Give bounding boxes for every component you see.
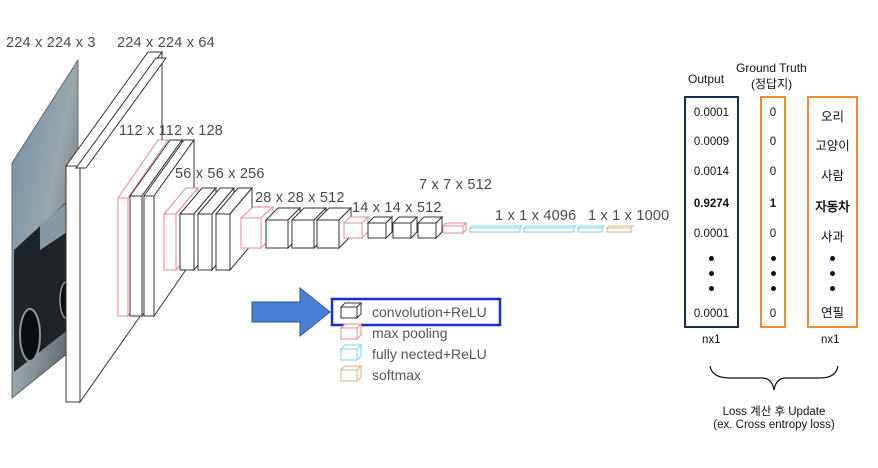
class-label-highlight: 자동차 (815, 200, 850, 214)
ellipsis-dot (830, 286, 835, 291)
class-label: 사람 (820, 169, 844, 183)
output-value: 0.0009 (693, 136, 730, 148)
class-label: 연필 (820, 306, 844, 320)
ellipsis-dot (830, 256, 835, 261)
label-conv3-dim: 56 x 56 x 256 (175, 166, 265, 182)
conv2-block (129, 138, 195, 318)
truth-value: 0 (769, 136, 777, 148)
ellipsis-dot (709, 256, 714, 261)
output-vector: 0.0001 0.0009 0.0014 0.9274 0.0001 0.000… (684, 96, 739, 328)
truth-value: 0 (769, 308, 777, 320)
loss-note-line1: Loss 계산 후 Update (722, 406, 826, 418)
label-conv5-dim: 14 x 14 x 512 (352, 200, 442, 216)
label-conv2-dim: 112 x 112 x 128 (119, 123, 224, 139)
input-image (11, 58, 79, 399)
class-label: 사과 (820, 230, 844, 244)
pool5-block (441, 221, 468, 235)
truth-value: 0 (769, 228, 777, 240)
ellipsis-dot (770, 256, 776, 261)
pointer-arrow (251, 286, 331, 338)
class-label-vector: 오리 고양이 사람 자동차 사과 연필 (807, 96, 858, 328)
output-value: 0.0001 (693, 228, 730, 240)
legend-fc-icon (339, 343, 363, 362)
output-header: Output (688, 72, 725, 86)
softmax-block (605, 225, 635, 233)
legend-conv-label: convolution+ReLU (372, 304, 487, 320)
output-value: 0.0014 (693, 166, 730, 178)
legend-pool-label: max pooling (372, 325, 448, 341)
label-softmax-dim: 1 x 1 x 1000 (588, 208, 670, 224)
legend-conv-icon (339, 301, 363, 320)
loss-brace (709, 365, 839, 391)
ellipsis-dot (830, 271, 835, 276)
ground-truth-header: Ground Truth (736, 61, 807, 75)
label-conv4-dim: 28 x 28 x 512 (255, 190, 345, 206)
conv4-block (264, 206, 353, 250)
class-label: 오리 (820, 110, 844, 124)
legend-pool-icon (339, 322, 363, 341)
ellipsis-dot (770, 271, 776, 276)
label-fc-dim: 1 x 1 x 4096 (495, 208, 577, 224)
legend-highlight-box (330, 297, 502, 327)
ground-truth-vector: 0 0 0 1 0 0 (760, 96, 786, 328)
truth-value: 0 (769, 107, 777, 119)
ellipsis-dot (709, 286, 714, 291)
class-size-label: nx1 (821, 334, 840, 346)
truth-value-highlight: 1 (769, 198, 777, 210)
conv3-block (178, 186, 254, 272)
ground-truth-subheader: (정답지) (751, 77, 793, 91)
loss-note-line2: (ex. Cross entropy loss) (713, 419, 835, 431)
fc-block (468, 225, 606, 233)
class-label: 고양이 (815, 139, 850, 153)
legend-softmax-icon (339, 364, 363, 383)
legend-fc-label: fully nected+ReLU (372, 346, 487, 362)
label-conv1-dim: 224 x 224 x 64 (117, 35, 215, 51)
output-size-label: nx1 (702, 334, 721, 346)
label-pool5-dim: 7 x 7 x 512 (419, 177, 493, 193)
truth-value: 0 (769, 166, 777, 178)
ellipsis-dot (709, 271, 714, 276)
ellipsis-dot (770, 286, 776, 291)
loss-note: Loss 계산 후 Update (ex. Cross entropy loss… (686, 403, 862, 431)
conv5-block (366, 215, 444, 240)
output-value: 0.0001 (693, 107, 730, 119)
output-value-highlight: 0.9274 (693, 198, 730, 210)
pool4-block (342, 215, 370, 240)
legend-softmax-label: softmax (372, 367, 422, 383)
output-value: 0.0001 (693, 308, 730, 320)
label-input-dim: 224 x 224 x 3 (6, 35, 96, 51)
